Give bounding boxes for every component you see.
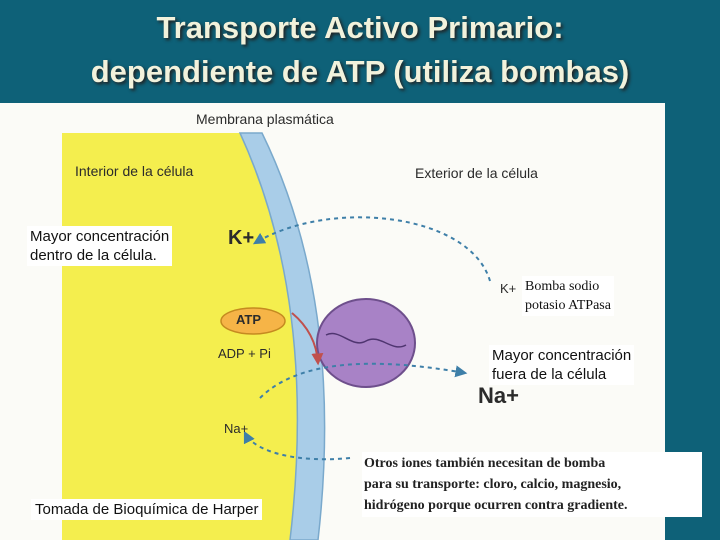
na-outside-label: Na+	[478, 383, 519, 408]
outside-concentration-note: Mayor concentración fuera de la célula	[489, 345, 635, 385]
plasma-membrane	[238, 132, 326, 540]
atp-arrow	[291, 312, 324, 366]
inside-cell-label: Interior de la célula	[75, 163, 194, 179]
adp-label: ADP + Pi	[218, 346, 271, 361]
pump-name-note: Bomba sodio potasio ATPasa	[522, 276, 614, 316]
slide-title: Transporte Activo Primario: dependiente …	[0, 6, 720, 94]
na-inside-label: Na+	[224, 421, 249, 436]
other-ions-line-3: hidrógeno porque ocurren contra gradient…	[364, 498, 628, 513]
atp-label: ATP	[236, 312, 262, 327]
outside-concentration-line-2: fuera de la célula	[492, 366, 607, 383]
na-in-arrow	[243, 430, 351, 461]
pump-name-line-1: Bomba sodio	[525, 279, 600, 294]
pump-figure: Membrana plasmática Interior de la célul…	[0, 103, 665, 540]
inside-concentration-note: Mayor concentración dentro de la célula.	[27, 226, 173, 266]
inside-concentration-line-1: Mayor concentración	[30, 228, 170, 245]
source-credit: Tomada de Bioquímica de Harper	[31, 499, 263, 520]
title-line-2: dependiente de ATP (utiliza bombas)	[90, 54, 630, 89]
other-ions-line-1: Otros iones también necesitan de bomba	[364, 456, 606, 471]
k-inside-label: K+	[228, 227, 255, 249]
other-ions-line-2: para su transporte: cloro, calcio, magne…	[364, 477, 622, 492]
cytoplasm-region	[62, 133, 298, 540]
other-ions-note: Otros iones también necesitan de bomba p…	[362, 452, 702, 517]
k-outside-label: K+	[500, 281, 517, 296]
membrane-label: Membrana plasmática	[196, 111, 334, 127]
pump-name-line-2: potasio ATPasa	[525, 298, 611, 313]
inside-concentration-line-2: dentro de la célula.	[30, 247, 157, 264]
pump-protein	[316, 298, 416, 388]
k-in-arrow	[252, 216, 491, 282]
atp-badge	[220, 307, 286, 335]
outside-cell-label: Exterior de la célula	[415, 165, 538, 181]
outside-concentration-line-1: Mayor concentración	[492, 347, 632, 364]
title-line-1: Transporte Activo Primario:	[156, 10, 564, 45]
